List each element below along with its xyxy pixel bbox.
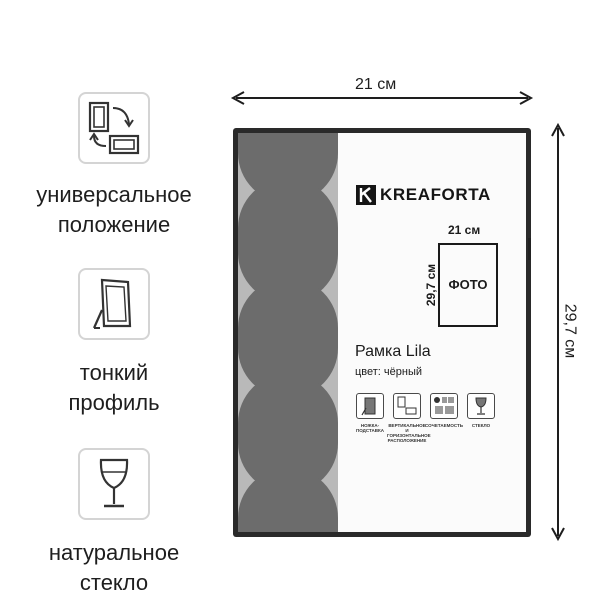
feature-profile-box [78, 268, 150, 340]
frame-insert: KREAFORTA 21 см 29,7 см ФОТО Рамка Lila … [238, 133, 526, 532]
height-dimension-label: 29,7 см [561, 303, 579, 359]
feature-orientation-label: универсальное положение [4, 180, 224, 240]
mini-caption-combine: СОЧЕТАЕМОСТЬ [425, 423, 463, 428]
feature-orientation-line1: универсальное [36, 182, 192, 207]
feature-profile-line1: тонкий [79, 360, 149, 385]
feature-glass-line2: стекло [79, 570, 149, 595]
width-arrow-right-icon [519, 91, 534, 105]
feature-orientation-line2: положение [57, 212, 171, 237]
product-color: цвет: чёрный [355, 366, 423, 378]
mini-caption-glass: СТЕКЛО [471, 423, 491, 428]
feature-profile-line2: профиль [68, 390, 160, 415]
product-name: Рамка Lila [355, 343, 431, 360]
feature-glass-line1: натуральное [48, 540, 180, 565]
height-arrow-top-icon [551, 122, 565, 137]
mini-caption-stand: НОЖКА-ПОДСТАВКА [356, 423, 384, 433]
width-dimension-label: 21 см [355, 76, 397, 93]
orientation-rotate-icon [88, 101, 140, 155]
height-arrow-bottom-icon [551, 527, 565, 542]
photo-height-label: 29,7 см [424, 263, 439, 307]
width-arrow-left-icon [230, 91, 245, 105]
pattern-shapes [238, 133, 338, 532]
mini-caption-orientation: ВЕРТИКАЛЬНОЕ И ГОРИЗОНТАЛЬНОЕ РАСПОЛОЖЕН… [387, 423, 431, 443]
mini-orientation-icon [393, 393, 421, 419]
photo-placeholder-label: ФОТО [448, 277, 488, 292]
mini-combine-icon [430, 393, 458, 419]
photo-width-label: 21 см [448, 223, 481, 237]
mini-glass-icon [467, 393, 495, 419]
brand-name: KREAFORTA [380, 185, 491, 204]
mini-stand-icon [356, 393, 384, 419]
feature-profile-label: тонкий профиль [4, 358, 224, 418]
photo-placeholder: ФОТО [438, 243, 498, 327]
feature-orientation-box [78, 92, 150, 164]
easel-stand-icon [92, 278, 132, 329]
wine-glass-icon [99, 458, 129, 508]
decorative-pattern [238, 133, 338, 532]
feature-glass-label: натуральное стекло [4, 538, 224, 598]
feature-glass-box [78, 448, 150, 520]
frame-hanger [528, 238, 531, 260]
photo-frame: KREAFORTA 21 см 29,7 см ФОТО Рамка Lila … [233, 128, 531, 537]
kreaforta-logo-icon [356, 185, 376, 205]
